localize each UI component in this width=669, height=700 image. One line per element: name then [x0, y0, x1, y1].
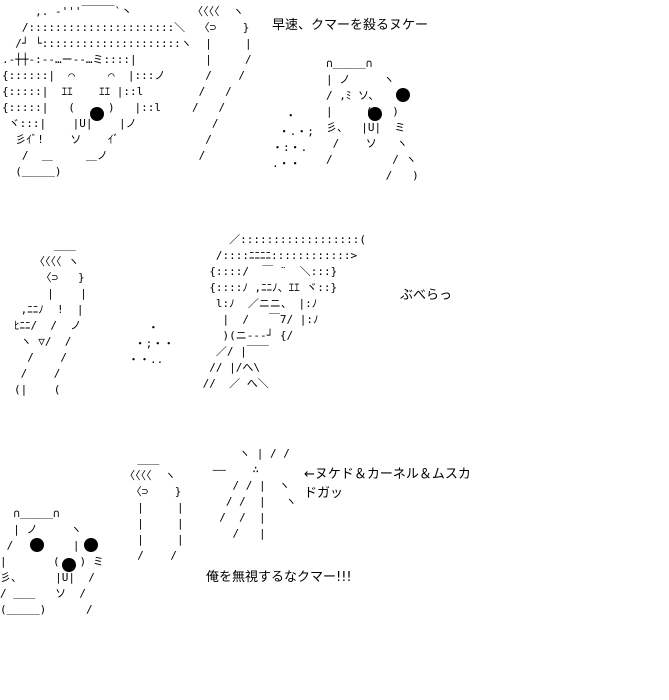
- bear-nose-dot: [368, 107, 382, 121]
- bear-nose-dot: [90, 107, 104, 121]
- kuma-bear-art-scene3: ∩＿＿＿∩ | ノ ヽ / | | ( ) ミ 彡、 |U| / / ＿＿ ソ …: [0, 507, 104, 616]
- bear-face-art-scene2: ／::::::::::::::::::( /::::ﾆﾆﾆﾆ::::::::::…: [202, 233, 366, 390]
- caption-line2: ぶべらっ: [400, 288, 453, 303]
- impact-dots-art-scene2: ・ ・;・・ ・・..: [128, 321, 175, 366]
- impact-dots-art-scene1: ・ ・.・; ・:・. .・・: [272, 109, 314, 170]
- bear-eye-dot: [396, 88, 410, 102]
- arm-art-scene1: 〈〈〈〈 ヽ 〈⊃ } | | | / / / / / / / / / /: [192, 5, 252, 162]
- bear-eye-dot: [84, 538, 98, 552]
- bear-character-art-scene1: ,. ‐'''￣￣￣`丶 /::::::::::::::::::::::＼ /┘…: [2, 5, 192, 178]
- bear-eye-dot: [30, 538, 44, 552]
- kuma-bear-art-scene1: ∩＿＿＿∩ | ノ ヽ / ,ﾐ ソ、 | | ( ) 彡、 |U| ミ / ソ…: [326, 57, 419, 182]
- arm-art-scene3: ＿＿ 〈〈〈〈 ヽ 〈⊃ } | | | | | | / /: [124, 453, 184, 562]
- caption-line4: ドガッ: [304, 486, 344, 501]
- caption-line1: 早速、クマーを殺るヌケー: [272, 18, 429, 33]
- caption-line5: 俺を無視するなクマー!!!: [206, 570, 352, 585]
- caption-line3: ←ヌケド＆カーネル＆ムスカ: [304, 467, 471, 482]
- impact-burst-art-scene3: ヽ | / / ―― ∴ / / | ヽ / / | ヽ / / | / |: [212, 447, 297, 540]
- arm-art-scene2: ＿＿ 〈〈〈〈 ヽ 〈⊃ } | | ,ﾆﾆﾉ ! | ﾋﾆﾆ/ / ノ ヽ ▽…: [14, 239, 87, 396]
- bear-nose-dot: [62, 558, 76, 572]
